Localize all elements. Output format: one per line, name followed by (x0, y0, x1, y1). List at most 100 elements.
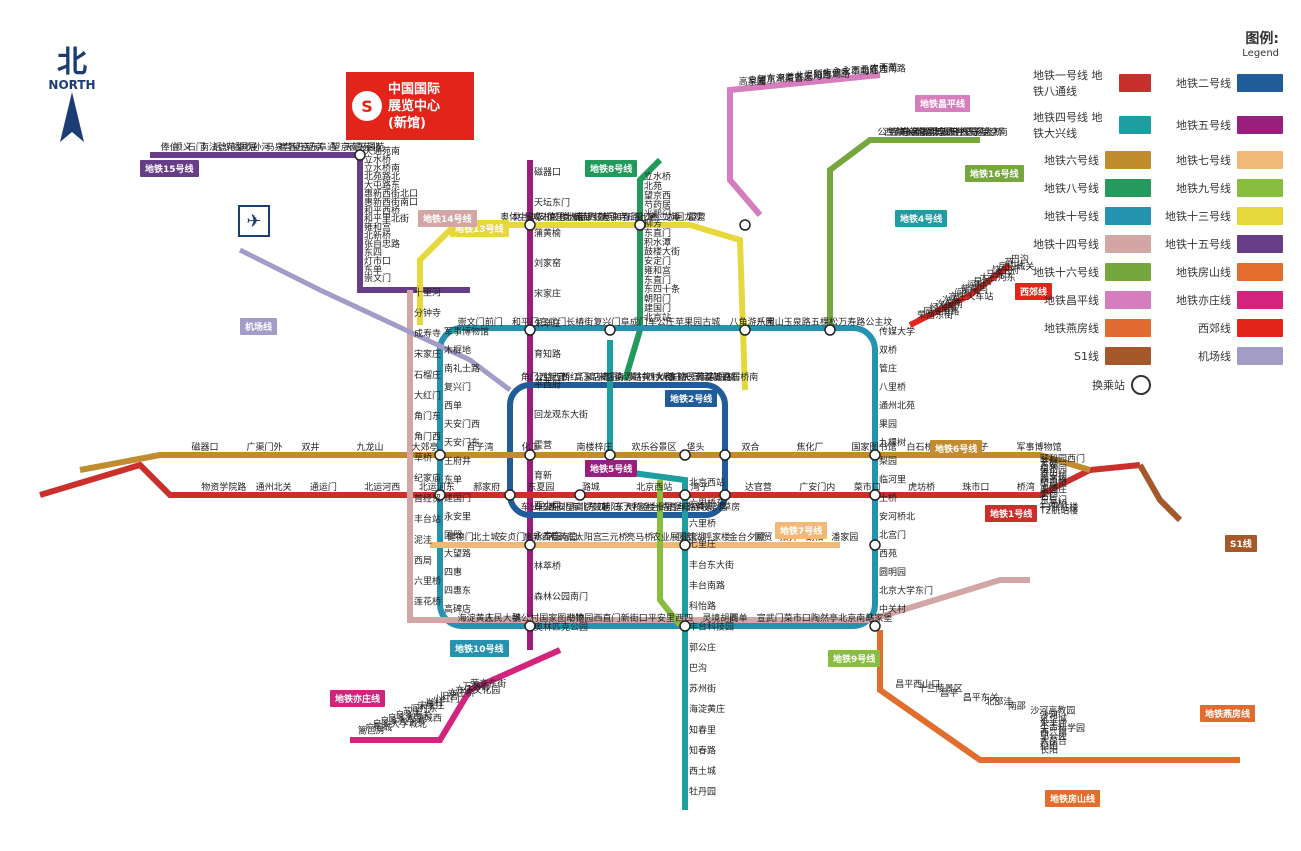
transfer-station[interactable] (434, 489, 446, 501)
station-label[interactable]: 天安门东 (444, 436, 480, 448)
station-label[interactable]: 四道桥 (1040, 473, 1067, 485)
station-label[interactable]: 三元桥 (1040, 497, 1067, 509)
station-label[interactable]: 阎村东 (410, 703, 437, 715)
station-label[interactable]: 角门东 (414, 410, 441, 422)
station-label[interactable]: 车公庄 (648, 316, 675, 328)
station-label[interactable]: 惠新西街南口 (364, 196, 418, 208)
station-label[interactable]: 西单 (730, 612, 748, 624)
station-label[interactable]: 朝阳门 (601, 501, 628, 513)
station-label[interactable]: 北土城 (513, 211, 540, 223)
station-label[interactable]: 旧宫 (440, 690, 458, 702)
station-label[interactable]: 公益西桥 (534, 371, 570, 383)
transfer-station[interactable] (679, 539, 691, 551)
station-label[interactable]: 垡头 (687, 441, 705, 453)
station-label[interactable]: 国家图书馆 (539, 612, 584, 624)
station-label[interactable]: 生命科学园 (1040, 722, 1085, 734)
station-label[interactable]: 清源路 (615, 371, 642, 383)
station-label[interactable]: 南法信 (200, 141, 227, 153)
station-label[interactable]: 昌平西山口 (895, 679, 940, 690)
station-label[interactable]: 育知路 (534, 348, 561, 360)
station-label[interactable]: 公主坟 (877, 126, 904, 138)
station-label[interactable]: 人民大学 (485, 612, 521, 624)
station-label[interactable]: 团结湖 (677, 531, 704, 543)
station-label[interactable]: 西北旺 (851, 65, 878, 76)
station-label[interactable]: 大石河东 (980, 272, 1016, 284)
station-label[interactable]: 国贸 (444, 529, 462, 541)
station-label[interactable]: 崇文门 (458, 316, 485, 328)
station-label[interactable]: 林萃桥 (534, 560, 561, 572)
transfer-station[interactable] (869, 620, 881, 632)
station-label[interactable]: 大井 (946, 126, 964, 138)
station-label[interactable]: 大葆台 (1040, 735, 1067, 747)
station-label[interactable]: 通州北关 (256, 481, 292, 493)
station-label[interactable]: 北京南站 (838, 612, 874, 624)
station-label[interactable]: 郭公庄 (689, 641, 716, 653)
station-label[interactable]: 西小口 (534, 501, 561, 512)
station-label[interactable]: 车道沟 (898, 126, 925, 138)
station-label[interactable]: 知春路 (689, 744, 716, 756)
station-label[interactable]: 西单 (444, 399, 462, 411)
station-label[interactable]: 九龙山 (357, 441, 384, 453)
station-label[interactable]: 阎村东 (955, 287, 982, 299)
station-label[interactable]: 西直门 (588, 211, 615, 223)
station-label[interactable]: 阎村 (967, 279, 985, 291)
station-label[interactable]: 通州北苑 (879, 399, 915, 411)
station-label[interactable]: 西红门 (561, 371, 588, 383)
station-label[interactable]: 菜市口 (784, 612, 811, 624)
station-label[interactable]: 善各庄 (786, 71, 813, 83)
station-label[interactable]: 望京 (757, 74, 775, 86)
station-label[interactable]: 亦庄桥 (448, 687, 475, 699)
station-label[interactable]: 首经贸 (414, 493, 441, 505)
station-label[interactable]: 崔各庄 (279, 141, 306, 153)
station-label[interactable]: 天通苑 (357, 141, 384, 153)
station-label[interactable]: 昌平东关 (963, 691, 999, 703)
station-label[interactable]: 中关村 (879, 603, 906, 615)
station-label[interactable]: 顺义 (174, 142, 192, 153)
transfer-station[interactable] (524, 324, 536, 336)
station-label[interactable]: 沙河 (1040, 709, 1058, 721)
station-label[interactable]: 北京西站 (689, 476, 725, 488)
station-label[interactable]: 火器营 (912, 126, 939, 138)
station-label[interactable]: 通运门 (310, 481, 337, 493)
station-label[interactable]: 广阳城 (365, 721, 392, 733)
station-label[interactable]: 园博园 (926, 126, 953, 138)
station-label[interactable]: 孙河 (252, 141, 270, 153)
station-label[interactable]: 北运河西 (364, 481, 400, 493)
station-label[interactable]: 饶乐府 (992, 264, 1019, 276)
station-label[interactable]: 物资学院路 (201, 481, 246, 493)
station-label[interactable]: 南锣鼓巷 (575, 501, 611, 513)
station-label[interactable]: 角门西 (521, 371, 548, 383)
transfer-station[interactable] (869, 449, 881, 461)
station-label[interactable]: 北新桥 (364, 230, 391, 242)
station-label[interactable]: 万源街 (463, 681, 490, 693)
transfer-station[interactable] (719, 489, 731, 501)
station-label[interactable]: 霍营 (688, 211, 706, 223)
station-label[interactable]: 朱辛庄 (534, 318, 561, 330)
station-label[interactable]: 天宫院 (682, 371, 709, 383)
station-label[interactable]: 桥户营 (1040, 477, 1067, 489)
station-label[interactable]: 天通苑南 (364, 145, 400, 157)
station-label[interactable]: 西苑 (879, 62, 897, 74)
station-label[interactable]: 潘家园 (831, 531, 858, 543)
station-label[interactable]: 十里堡 (655, 501, 682, 513)
station-label[interactable]: 纪家庙 (414, 472, 441, 484)
station-label[interactable]: 奥林匹克公园 (534, 621, 588, 633)
station-label[interactable]: 宋家庄 (414, 348, 441, 360)
station-label[interactable]: 双桥 (879, 344, 897, 356)
transfer-station[interactable] (354, 149, 366, 161)
station-label[interactable]: 同济南路 (923, 305, 959, 317)
station-label[interactable]: 上地 (638, 211, 656, 223)
station-label[interactable]: 东四 (364, 247, 382, 259)
station-label[interactable]: 复兴门 (444, 381, 471, 393)
station-label[interactable]: 海淀五路居 (695, 371, 740, 383)
station-label[interactable]: 欢乐谷景区 (632, 441, 677, 453)
station-label[interactable]: 黄村火车站 (642, 371, 687, 383)
transfer-station[interactable] (679, 620, 691, 632)
transfer-station[interactable] (824, 324, 836, 336)
station-label[interactable]: 北土城 (472, 531, 499, 543)
station-label[interactable]: 东大桥 (615, 501, 642, 513)
station-label[interactable]: 西苑 (879, 547, 897, 559)
station-label[interactable]: 花园桥 (709, 371, 736, 383)
station-label[interactable]: 草桥 (414, 451, 432, 463)
station-label[interactable]: 角门西 (414, 431, 441, 443)
